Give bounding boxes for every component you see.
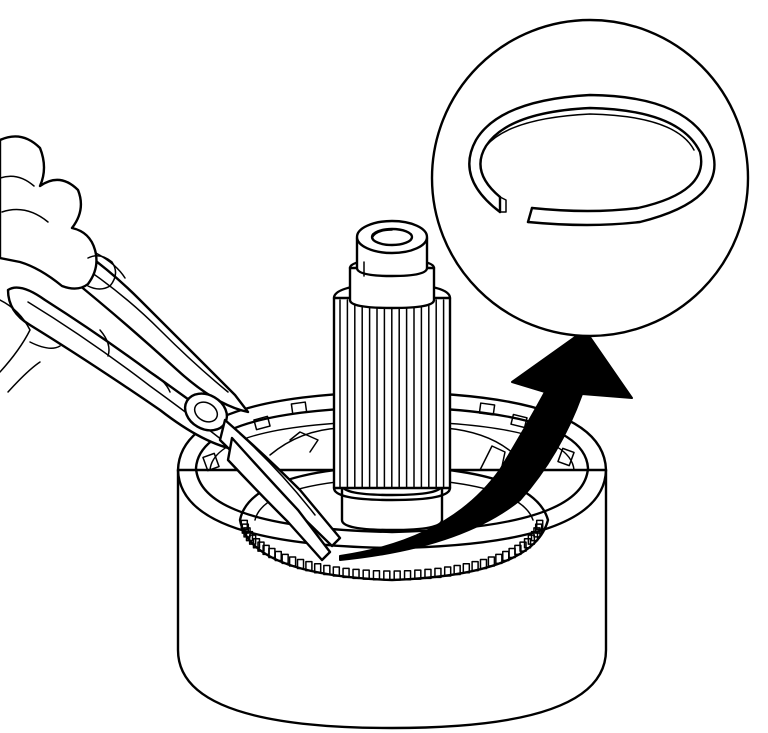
output-shaft — [332, 219, 452, 532]
gear-tooth — [296, 558, 305, 570]
gear-tooth — [274, 550, 282, 562]
gear-tooth — [424, 568, 432, 580]
gear-tooth — [514, 544, 522, 556]
removal-arrow-icon — [339, 329, 633, 561]
housing-rim-slots — [202, 401, 575, 472]
gear-tooth — [313, 562, 322, 574]
gear-tooth — [487, 556, 496, 567]
gear-tooth — [332, 566, 341, 577]
gear-tooth — [523, 537, 532, 549]
gear-teeth — [240, 519, 544, 581]
snap-ring-detail-callout — [430, 18, 750, 338]
gear-tooth — [342, 567, 350, 579]
gear-tooth — [288, 556, 297, 567]
gear-tooth — [462, 562, 471, 574]
gear-tooth — [453, 564, 461, 576]
hand — [0, 135, 117, 393]
gear-tooth — [248, 534, 257, 545]
gear-tooth — [372, 569, 381, 581]
gear-tooth — [241, 523, 250, 534]
gear-tooth — [495, 553, 503, 565]
gear-tooth — [443, 566, 452, 577]
gear-tooth — [252, 537, 261, 549]
gear-tooth — [257, 541, 265, 552]
gear-tooth — [393, 570, 401, 581]
gear-tooth — [362, 569, 370, 580]
gear-tooth — [519, 541, 527, 552]
gear-tooth — [305, 560, 313, 572]
gear-tooth — [403, 569, 412, 581]
gear-tooth — [414, 569, 422, 580]
shaft-splines — [339, 299, 445, 489]
gear-tooth — [352, 568, 360, 580]
gear-tooth — [535, 519, 544, 531]
gear-tooth — [479, 558, 488, 570]
gear-tooth — [323, 564, 331, 576]
gear-tooth — [434, 567, 442, 579]
gear-tooth — [471, 560, 479, 572]
gear-tooth — [281, 553, 289, 565]
gear-tooth — [383, 570, 391, 581]
snap-ring — [468, 93, 716, 227]
